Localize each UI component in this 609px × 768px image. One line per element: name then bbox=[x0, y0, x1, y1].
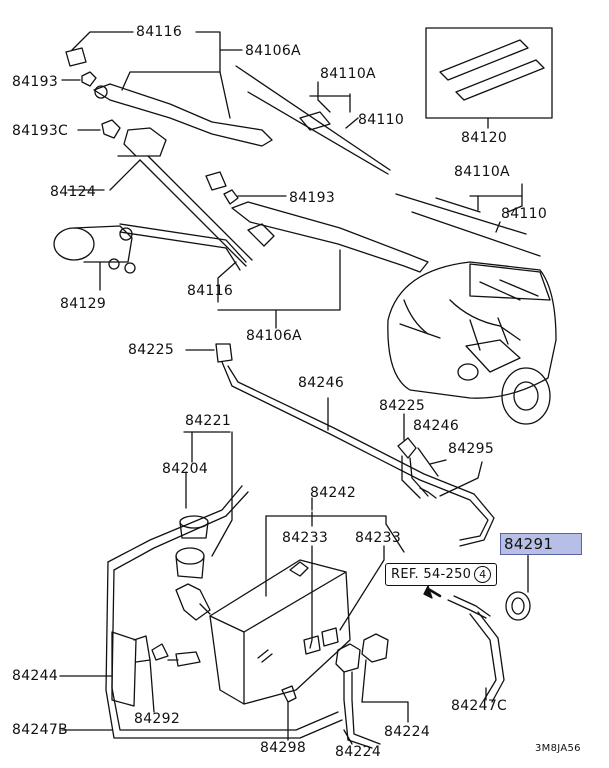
label-84295: 84295 bbox=[448, 441, 495, 457]
label-84106A-top: 84106A bbox=[245, 43, 301, 59]
label-84110A-right: 84110A bbox=[454, 164, 510, 180]
label-84224-right: 84224 bbox=[384, 724, 431, 740]
label-84225-right: 84225 bbox=[379, 398, 426, 414]
label-84110-top: 84110 bbox=[358, 112, 405, 128]
label-84233-right: 84233 bbox=[355, 530, 402, 546]
label-84110-right: 84110 bbox=[501, 206, 548, 222]
label-84246-top: 84246 bbox=[298, 375, 345, 391]
label-84116-mid: 84116 bbox=[187, 283, 234, 299]
label-84242: 84242 bbox=[310, 485, 357, 501]
label-84244: 84244 bbox=[12, 668, 59, 684]
label-84106A-mid: 84106A bbox=[246, 328, 302, 344]
reference-circled-number: 4 bbox=[474, 566, 492, 583]
label-84124: 84124 bbox=[50, 184, 97, 200]
label-84193-top: 84193 bbox=[12, 74, 59, 90]
label-84120: 84120 bbox=[461, 130, 508, 146]
label-84116-top: 84116 bbox=[136, 24, 183, 40]
label-84225-left: 84225 bbox=[128, 342, 175, 358]
label-84224-bottom: 84224 bbox=[335, 744, 382, 760]
label-84110A-top: 84110A bbox=[320, 66, 376, 82]
label-84233-left: 84233 bbox=[282, 530, 329, 546]
label-84204: 84204 bbox=[162, 461, 209, 477]
label-84247C: 84247C bbox=[451, 698, 508, 714]
label-84246-right: 84246 bbox=[413, 418, 460, 434]
label-84193-mid: 84193 bbox=[289, 190, 336, 206]
reference-text: REF. 54-250 bbox=[391, 567, 472, 582]
label-84247B: 84247B bbox=[12, 722, 68, 738]
label-84292: 84292 bbox=[134, 711, 181, 727]
label-84129: 84129 bbox=[60, 296, 107, 312]
label-84291-highlighted[interactable]: 84291 bbox=[500, 533, 583, 555]
label-84298: 84298 bbox=[260, 740, 307, 756]
diagram-code: 3M8JA56 bbox=[535, 743, 581, 754]
label-84221: 84221 bbox=[185, 413, 232, 429]
label-84193C: 84193C bbox=[12, 123, 69, 139]
